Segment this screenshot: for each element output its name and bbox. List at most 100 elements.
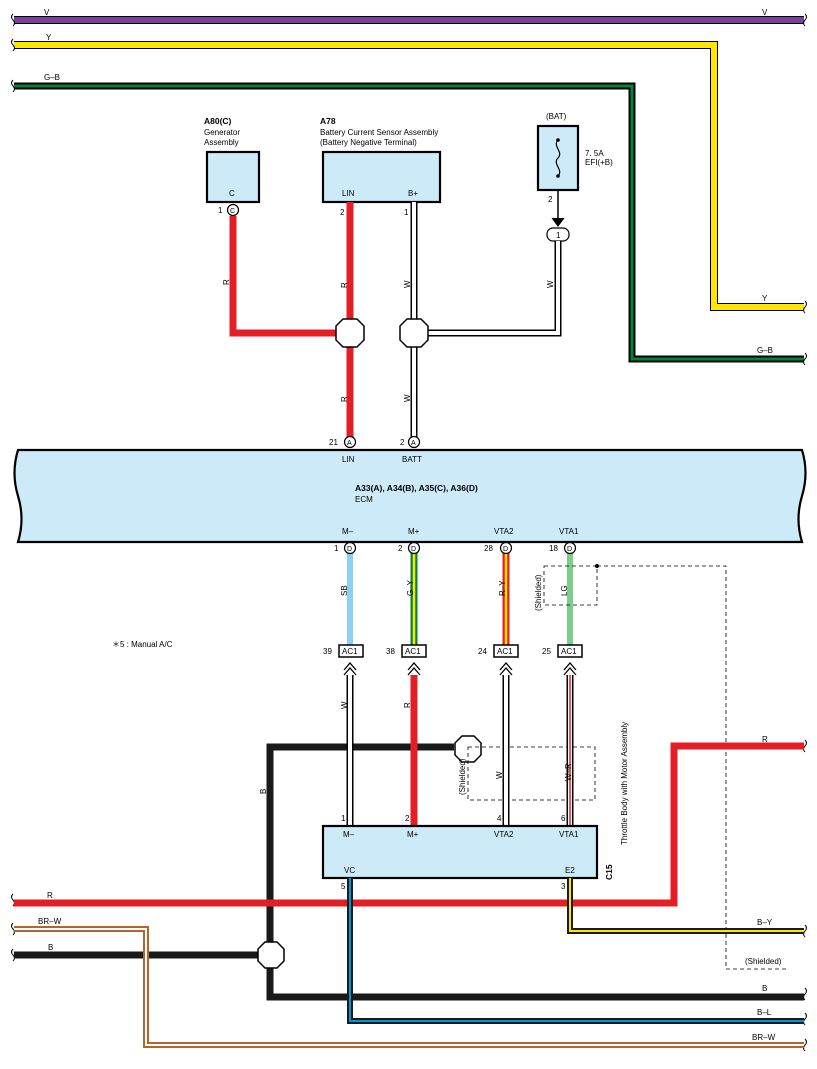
break-marks-right (803, 13, 807, 1052)
fuse-arrow-icon (551, 217, 565, 227)
throttle-pin-1-num: 1 (341, 814, 346, 823)
wire-label-w-batt-lower: W (403, 394, 412, 402)
shielded-label-lower: (Shielded) (458, 758, 467, 795)
throttle-pin-1-name: M– (343, 830, 355, 839)
ecm-pin-vta2-mark: D (503, 546, 508, 553)
wire-label-r-lin-lower: R (340, 396, 349, 402)
fuse-terminal-bottom (556, 174, 560, 178)
shield-node (595, 564, 599, 568)
ecm-pin-mminus-num: 1 (334, 544, 339, 553)
battery-sensor-lin: LIN (342, 189, 355, 198)
wire-label-y-right: Y (762, 294, 768, 303)
fuse-name: EFI(+B) (585, 158, 613, 167)
wire-label-ry: R–Y (498, 580, 507, 596)
wire-label-b-right: B (762, 984, 767, 993)
wire-black-b (14, 743, 804, 1001)
wire-red-generator (229, 216, 336, 337)
battery-sensor-box (321, 150, 442, 204)
battery-sensor-name-2: (Battery Negative Terminal) (320, 138, 417, 147)
fuse-source: (BAT) (546, 112, 567, 121)
ecm-pin-mplus-marker (407, 541, 421, 555)
connector-ac1-25: AC1 (557, 644, 583, 658)
wire-label-lg: LG (560, 585, 569, 596)
connector-ac1-pin-38: 38 (386, 647, 395, 656)
ecm-pin-vta2-num: 28 (484, 544, 493, 553)
throttle-pin-3-num: 3 (561, 882, 566, 891)
throttle-code: C15 (604, 864, 614, 880)
ecm-pin-mplus-mark: D (411, 546, 416, 553)
fuse-junction-num: 1 (556, 231, 561, 240)
generator-pin-marker (226, 203, 240, 217)
connector-ac1-pin-24: 24 (478, 647, 487, 656)
manual-ac-note: ＊5 : Manual A/C (112, 640, 173, 649)
connector-ac1-38: AC1 (401, 644, 427, 658)
wire-label-brw-left: BR–W (38, 917, 62, 926)
throttle-pin-2-num: 2 (405, 814, 410, 823)
wire-black-blue (347, 878, 804, 1024)
generator-pin-num: 1 (218, 206, 223, 215)
ecm-pin-batt-num: 2 (400, 438, 405, 447)
wire-label-w-fuse: W (546, 280, 555, 288)
wire-label-r-mplus: R (403, 702, 412, 708)
splice-red (335, 318, 365, 348)
battery-sensor-name-1: Battery Current Sensor Assembly (320, 128, 438, 137)
shielded-label-right: (Shielded) (745, 957, 782, 966)
wire-label-b-left: B (48, 943, 53, 952)
wire-label-b-vertical: B (259, 789, 268, 794)
wire-label-by: B–Y (757, 918, 773, 927)
break-marks-left (11, 13, 15, 962)
ecm-pin-mminus-name: M– (342, 527, 354, 536)
battery-sensor-pin-bplus: 1 (404, 208, 409, 217)
fuse-icon (555, 139, 561, 177)
wire-white-batt (410, 202, 562, 437)
wire-green-black (14, 82, 804, 363)
wire-label-v-top-right: V (762, 8, 768, 17)
wire-black-yellow (567, 878, 804, 934)
generator-name-1: Generator (204, 128, 240, 137)
connector-ac1-39: AC1 (338, 644, 364, 658)
ecm-pin-mplus-num: 2 (398, 544, 403, 553)
shielded-label-upper: (Shielded) (534, 574, 543, 611)
battery-sensor-bplus: B+ (408, 189, 418, 198)
wire-label-w-mminus: W (340, 701, 349, 709)
wire-label-r-gen: R (222, 279, 231, 285)
throttle-pin-4-num: 4 (497, 814, 502, 823)
wire-label-w-batt-upper: W (403, 280, 412, 288)
throttle-pin-vc-name: VC (344, 866, 355, 875)
shield-box-upper (543, 565, 598, 606)
ecm-pin-batt-mark: A (411, 440, 416, 447)
throttle-box (321, 824, 599, 880)
connector-ac1-pin-39: 39 (323, 647, 332, 656)
wire-label-v-top: V (44, 8, 50, 17)
connector-ac1-pin-25: 25 (542, 647, 551, 656)
ecm-pin-vta1-name: VTA1 (559, 527, 579, 536)
ecm-box (13, 448, 807, 544)
ecm-pin-mplus-name: M+ (408, 527, 420, 536)
wire-label-r-left: R (47, 891, 53, 900)
connector-ac1-label: AC1 (561, 647, 577, 656)
ecm-name: ECM (355, 495, 373, 504)
wire-brown-white (14, 926, 804, 1048)
shield-box-lower (467, 746, 596, 801)
ecm-pin-vta1-mark: D (567, 546, 572, 553)
generator-terminal: C (229, 189, 235, 198)
ecm-pin-lin-marker (343, 435, 357, 449)
connector-ac1-label: AC1 (342, 647, 358, 656)
splice-white (399, 318, 429, 348)
wire-label-gb-right: G–B (757, 346, 773, 355)
wire-label-wr-vta1: W–R (564, 763, 573, 781)
wire-label-gy: G–Y (406, 579, 415, 596)
battery-sensor-code: A78 (320, 116, 336, 126)
throttle-pin-2-name: M+ (407, 830, 419, 839)
connector-ac1-24: AC1 (493, 644, 519, 658)
fuse-pin: 2 (548, 195, 553, 204)
ecm-pin-batt-name: BATT (402, 455, 422, 464)
wire-label-gb-top: G–B (44, 73, 60, 82)
wire-label-r-lin-upper: R (340, 282, 349, 288)
ecm-pin-mminus-marker (343, 541, 357, 555)
generator-box (205, 150, 261, 204)
wire-label-y-top: Y (46, 33, 52, 42)
generator-pin-mark: C (230, 208, 235, 215)
ecm-pin-lin-name: LIN (342, 455, 355, 464)
throttle-pin-5-num: 5 (341, 882, 346, 891)
